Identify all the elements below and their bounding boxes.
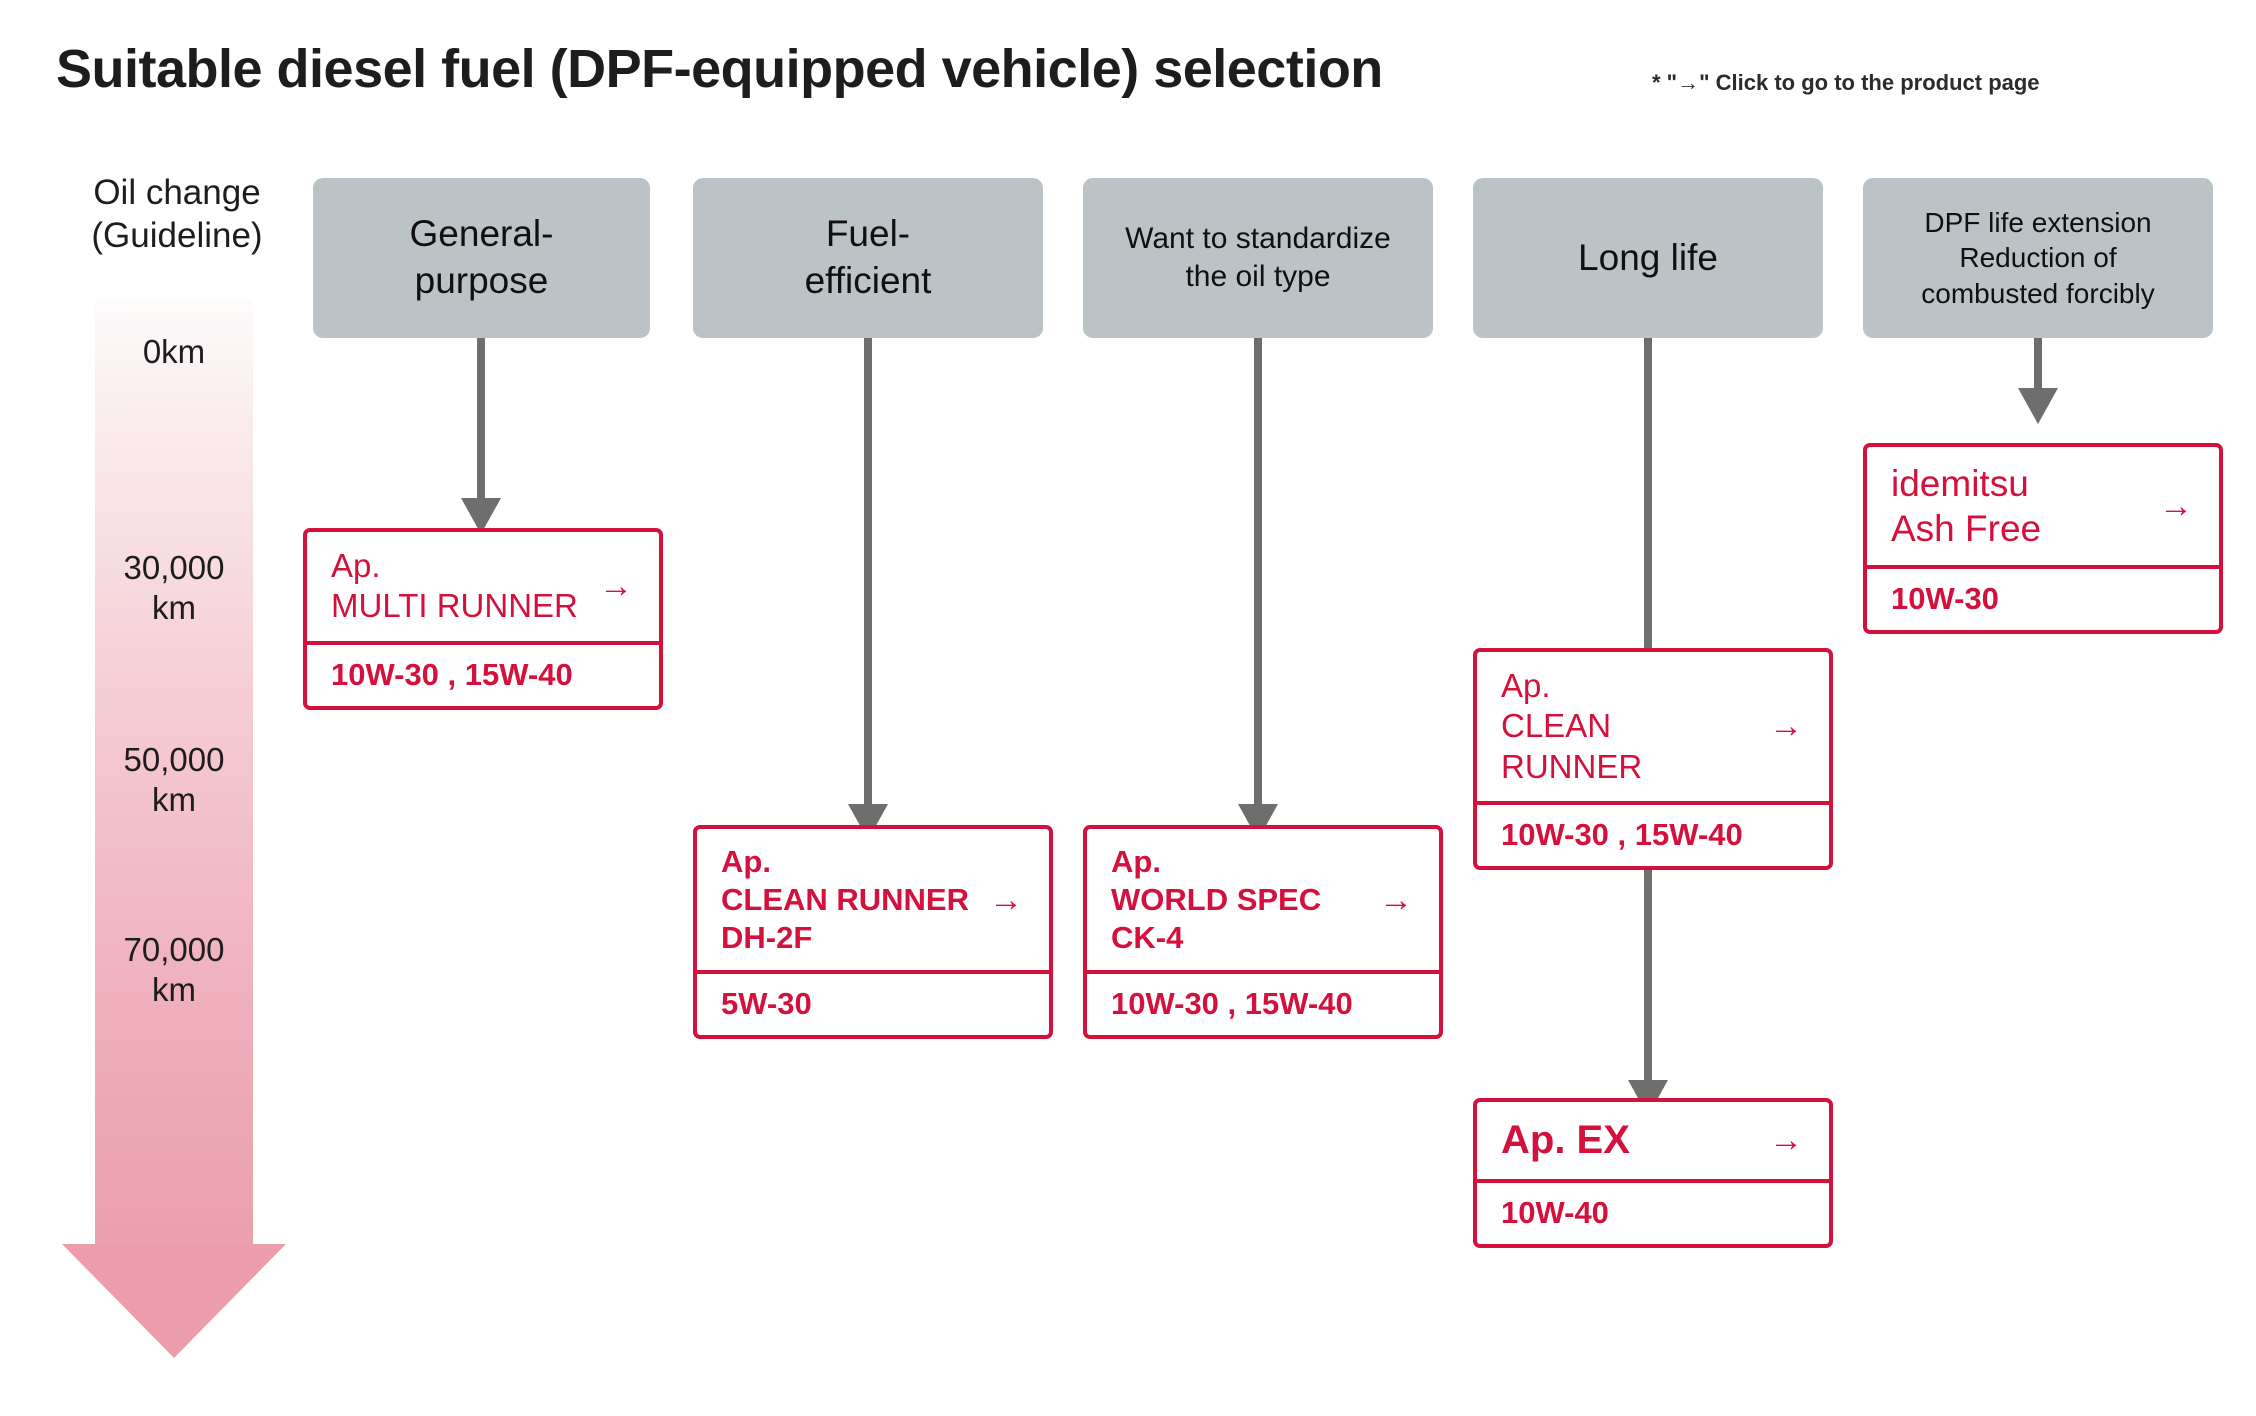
column-header-1[interactable]: Fuel- efficient [693, 178, 1043, 338]
column-header-label: Want to standardize the oil type [1125, 222, 1391, 293]
axis-tick-1: 30,000 km [123, 549, 225, 626]
product-card[interactable]: Ap. EX → 10W-40 [1473, 1098, 1833, 1248]
column-header-0[interactable]: General- purpose [313, 178, 650, 338]
viscosity-grades: 10W-30 , 15W-40 [1111, 986, 1353, 1022]
product-card-header: Ap. EX → [1477, 1102, 1829, 1179]
product-card-header: Ap. CLEAN RUNNER DH-2F → [697, 829, 1049, 970]
product-name: Ap. CLEAN RUNNER [1501, 667, 1643, 785]
card-divider [1867, 565, 2219, 570]
title-note: * "→" Click to go to the product page [1652, 70, 2040, 95]
product-card-header: Ap. CLEAN RUNNER → [1477, 652, 1829, 801]
connector-line [1254, 338, 1262, 804]
card-divider [307, 640, 659, 645]
page-title: Suitable diesel fuel (DPF-equipped vehic… [56, 39, 1383, 99]
product-card-header: idemitsu Ash Free → [1867, 447, 2219, 565]
axis-tick-3: 70,000 km [123, 931, 225, 1008]
product-link-arrow-icon[interactable]: → [2159, 487, 2193, 526]
product-card[interactable]: Ap. WORLD SPEC CK-4 → 10W-30 , 15W-40 [1083, 825, 1443, 1040]
mileage-arrow-head-icon [62, 1244, 286, 1358]
connector-line [2034, 338, 2042, 388]
column-header-label: Fuel- efficient [804, 213, 932, 301]
column-header-label: General- purpose [409, 213, 554, 301]
viscosity-grades: 10W-30 , 15W-40 [1501, 816, 1743, 852]
product-card[interactable]: Ap. CLEAN RUNNER → 10W-30 , 15W-40 [1473, 648, 1833, 870]
product-link-arrow-icon[interactable]: → [1769, 707, 1803, 746]
viscosity-grades: 5W-30 [721, 986, 812, 1022]
product-card-header: Ap. MULTI RUNNER → [307, 532, 659, 641]
mileage-arrow-shaft [95, 300, 253, 1250]
product-card[interactable]: idemitsu Ash Free → 10W-30 [1863, 443, 2223, 635]
viscosity-grades: 10W-30 [1891, 581, 1999, 617]
card-divider [1087, 970, 1439, 975]
product-link-arrow-icon[interactable]: → [1769, 1121, 1803, 1160]
connector-line [864, 338, 872, 804]
product-link-arrow-icon[interactable]: → [1379, 880, 1413, 919]
column-header-3[interactable]: Long life [1473, 178, 1823, 338]
column-header-label: DPF life extension Reduction of combuste… [1921, 207, 2155, 309]
viscosity-grades: 10W-40 [1501, 1194, 1609, 1230]
product-name: Ap. EX [1501, 1118, 1630, 1162]
viscosity-grades: 10W-30 , 15W-40 [331, 656, 573, 692]
axis-tick-0: 0km [142, 333, 206, 370]
card-divider [1477, 1178, 1829, 1183]
connector-line [477, 338, 485, 498]
connector-arrow-1 [848, 338, 888, 840]
product-link-arrow-icon[interactable]: → [599, 567, 633, 606]
connector-arrow-4 [2018, 338, 2058, 424]
connector-arrowhead-icon [2018, 388, 2058, 424]
product-card[interactable]: Ap. MULTI RUNNER → 10W-30 , 15W-40 [303, 528, 663, 710]
product-card-header: Ap. WORLD SPEC CK-4 → [1087, 829, 1439, 970]
connector-arrow-0 [461, 338, 501, 534]
product-card[interactable]: Ap. CLEAN RUNNER DH-2F → 5W-30 [693, 825, 1053, 1040]
product-name: Ap. MULTI RUNNER [331, 547, 578, 625]
connector-arrow-2 [1238, 338, 1278, 840]
axis-caption: Oil change (Guideline) [91, 173, 263, 255]
card-divider [697, 970, 1049, 975]
axis-tick-2: 50,000 km [123, 741, 225, 818]
product-name: Ap. CLEAN RUNNER DH-2F [721, 844, 969, 955]
column-header-2[interactable]: Want to standardize the oil type [1083, 178, 1433, 338]
card-divider [1477, 800, 1829, 805]
product-link-arrow-icon[interactable]: → [989, 880, 1023, 919]
product-name: idemitsu Ash Free [1891, 463, 2042, 550]
mileage-arrow: 0km 30,000 km 50,000 km 70,000 km [62, 300, 286, 1358]
product-name: Ap. WORLD SPEC CK-4 [1111, 844, 1322, 955]
column-header-4[interactable]: DPF life extension Reduction of combuste… [1863, 178, 2213, 338]
column-header-label: Long life [1578, 236, 1718, 278]
